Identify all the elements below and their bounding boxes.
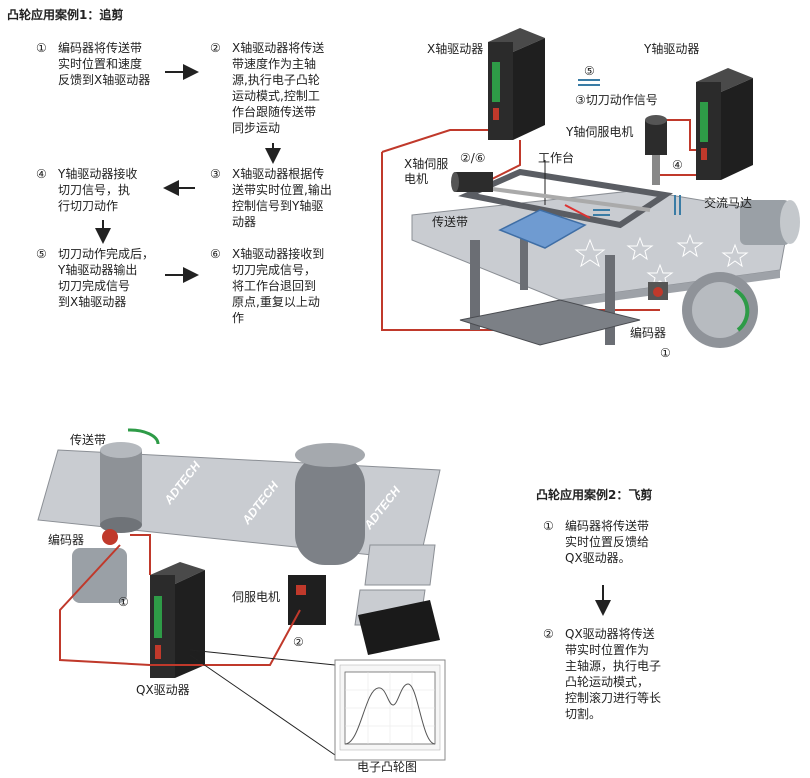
step-number: ④ (36, 167, 47, 181)
mark-1: ① (660, 346, 671, 360)
case2-servo-motor (288, 575, 326, 625)
drive-roller (682, 272, 758, 348)
case2-encoder-label: 编码器 (48, 533, 85, 547)
encoder-device (648, 282, 668, 300)
step-text: X轴驱动器根据传 送带实时位置,输出 控制信号到Y轴驱 动器 (232, 167, 332, 229)
case2-wire-servo (150, 609, 301, 666)
step-text: X轴驱动器接收到 切刀完成信号， 将工作台退回到 原点,重复以上动 作 (232, 247, 325, 325)
frame-leg-1 (470, 240, 480, 330)
qx-driver-label: QX驱动器 (136, 683, 190, 697)
x-servo-label: X轴伺服 电机 (404, 157, 449, 186)
step-text: Y轴驱动器接收 切刀信号，执 行切刀动作 (58, 167, 138, 213)
case2-step-2: ② QX驱动器将传送 带实时位置作为 主轴源，执行电子 凸轮运动模式， 控制滚刀… (543, 626, 661, 722)
case1-step-3: ③ X轴驱动器根据传 送带实时位置,输出 控制信号到Y轴驱 动器 (210, 166, 332, 230)
case2-conveyor-label: 传送带 (70, 433, 107, 447)
cut-indicator (564, 204, 591, 219)
case2-wire-top (130, 534, 151, 575)
y-driver-label: Y轴驱动器 (644, 42, 700, 56)
worktable (498, 209, 587, 249)
y-servo-label: Y轴伺服电机 (566, 125, 634, 139)
case1-step-4: ④ Y轴驱动器接收 切刀信号，执 行切刀动作 (36, 166, 137, 214)
x-servo-motor (451, 172, 493, 192)
case2-wire-encoder (59, 544, 151, 666)
case1-step-2: ② X轴驱动器将传送 带速度作为主轴 源,执行电子凸轮 运动模式,控制工 作台跟… (210, 40, 324, 136)
cut-piece-1 (364, 544, 436, 586)
case2-mark-1: ① (118, 595, 129, 609)
frame-leg-3 (520, 220, 528, 290)
case2-step-1: ① 编码器将传送带 实时位置反馈给 QX驱动器。 (543, 518, 649, 566)
mark-4: ④ (672, 158, 683, 172)
y-servo-motor (645, 115, 667, 185)
y-axis-driver (696, 68, 753, 180)
wire-y-servo (655, 119, 700, 151)
cam-chart-caption: 电子凸轮图 (357, 760, 418, 774)
cam-curve (344, 683, 436, 745)
step-number: ② (210, 41, 221, 55)
step-number: ③ (210, 167, 221, 181)
step-text: 编码器将传送带 实时位置反馈给 QX驱动器。 (565, 519, 650, 565)
frame-base (459, 299, 641, 346)
case2-encoder-roller (100, 428, 160, 533)
case1-step-6: ⑥ X轴驱动器接收到 切刀完成信号， 将工作台退回到 原点,重复以上动 作 (210, 246, 324, 326)
cut-signal-label: ③切刀动作信号 (575, 93, 658, 107)
case2-encoder-device (72, 529, 127, 603)
cam-chart (334, 659, 446, 761)
case2-cutter-roller (295, 443, 365, 565)
wire-x-driver-top (381, 129, 490, 153)
step-number: ⑤ (36, 247, 47, 261)
mark-2-6: ②/⑥ (460, 151, 486, 165)
cut-stack (358, 600, 440, 655)
ac-motor (740, 200, 800, 245)
step-text: QX驱动器将传送 带实时位置作为 主轴源，执行电子 凸轮运动模式， 控制滚刀进行… (565, 627, 662, 721)
step-number: ⑥ (210, 247, 221, 261)
x-driver-label: X轴驱动器 (427, 42, 484, 56)
step-number: ① (36, 41, 47, 55)
step-number: ① (543, 519, 554, 533)
step-text: 切刀动作完成后， Y轴驱动器输出 切刀完成信号 到X轴驱动器 (58, 247, 155, 309)
signal-5-label: ⑤ (584, 64, 595, 78)
case2-mark-2: ② (293, 635, 304, 649)
x-axis-driver (488, 28, 545, 140)
case1-step-1: ① 编码器将传送带 实时位置和速度 反馈到X轴驱动器 (36, 40, 150, 88)
worktable-label: 工作台 (538, 151, 575, 165)
wire-x-servo (489, 140, 521, 181)
case2-title: 凸轮应用案例2：飞剪 (536, 488, 653, 502)
case1-step-5: ⑤ 切刀动作完成后， Y轴驱动器输出 切刀完成信号 到X轴驱动器 (36, 246, 154, 310)
frame-leg-2 (605, 255, 615, 345)
ac-motor-label: 交流马达 (704, 196, 753, 210)
encoder-label-1: 编码器 (630, 326, 667, 340)
step-text: 编码器将传送带 实时位置和速度 反馈到X轴驱动器 (58, 41, 151, 87)
step-number: ② (543, 627, 554, 641)
step-text: X轴驱动器将传送 带速度作为主轴 源,执行电子凸轮 运动模式,控制工 作台跟随传… (232, 41, 325, 135)
conveyor-label-1: 传送带 (432, 215, 469, 229)
gantry-frame (458, 168, 674, 229)
case1-title: 凸轮应用案例1：追剪 (7, 8, 124, 22)
case2-servo-label: 伺服电机 (232, 590, 281, 604)
ball-screw (484, 186, 651, 212)
